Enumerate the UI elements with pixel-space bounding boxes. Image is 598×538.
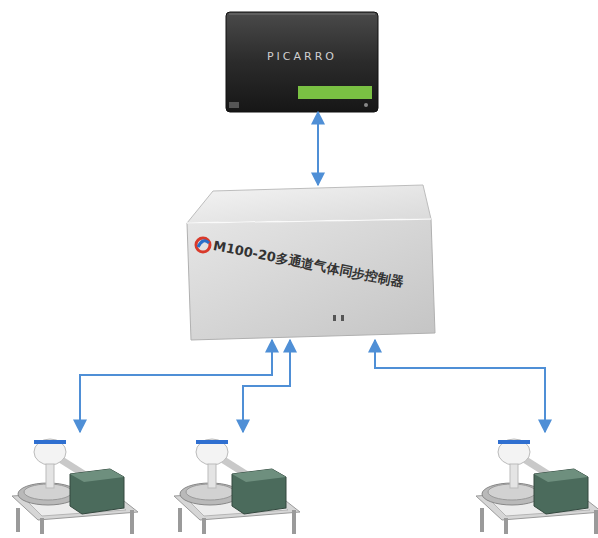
chamber-node [10,432,140,536]
chamber-node [172,432,302,536]
connector-arrow [243,340,290,432]
analyzer-node: PICARRO [226,12,378,112]
chamber-node [474,432,598,536]
connector-arrow [375,340,545,432]
chamber-illustration [10,432,140,536]
analyzer-label: PICARRO [226,50,378,63]
connector-arrow [317,112,319,185]
connector-arrow [80,340,272,432]
controller-node: M100-20多通道气体同步控制器 [185,185,435,340]
chamber-illustration [474,432,598,536]
chamber-illustration [172,432,302,536]
